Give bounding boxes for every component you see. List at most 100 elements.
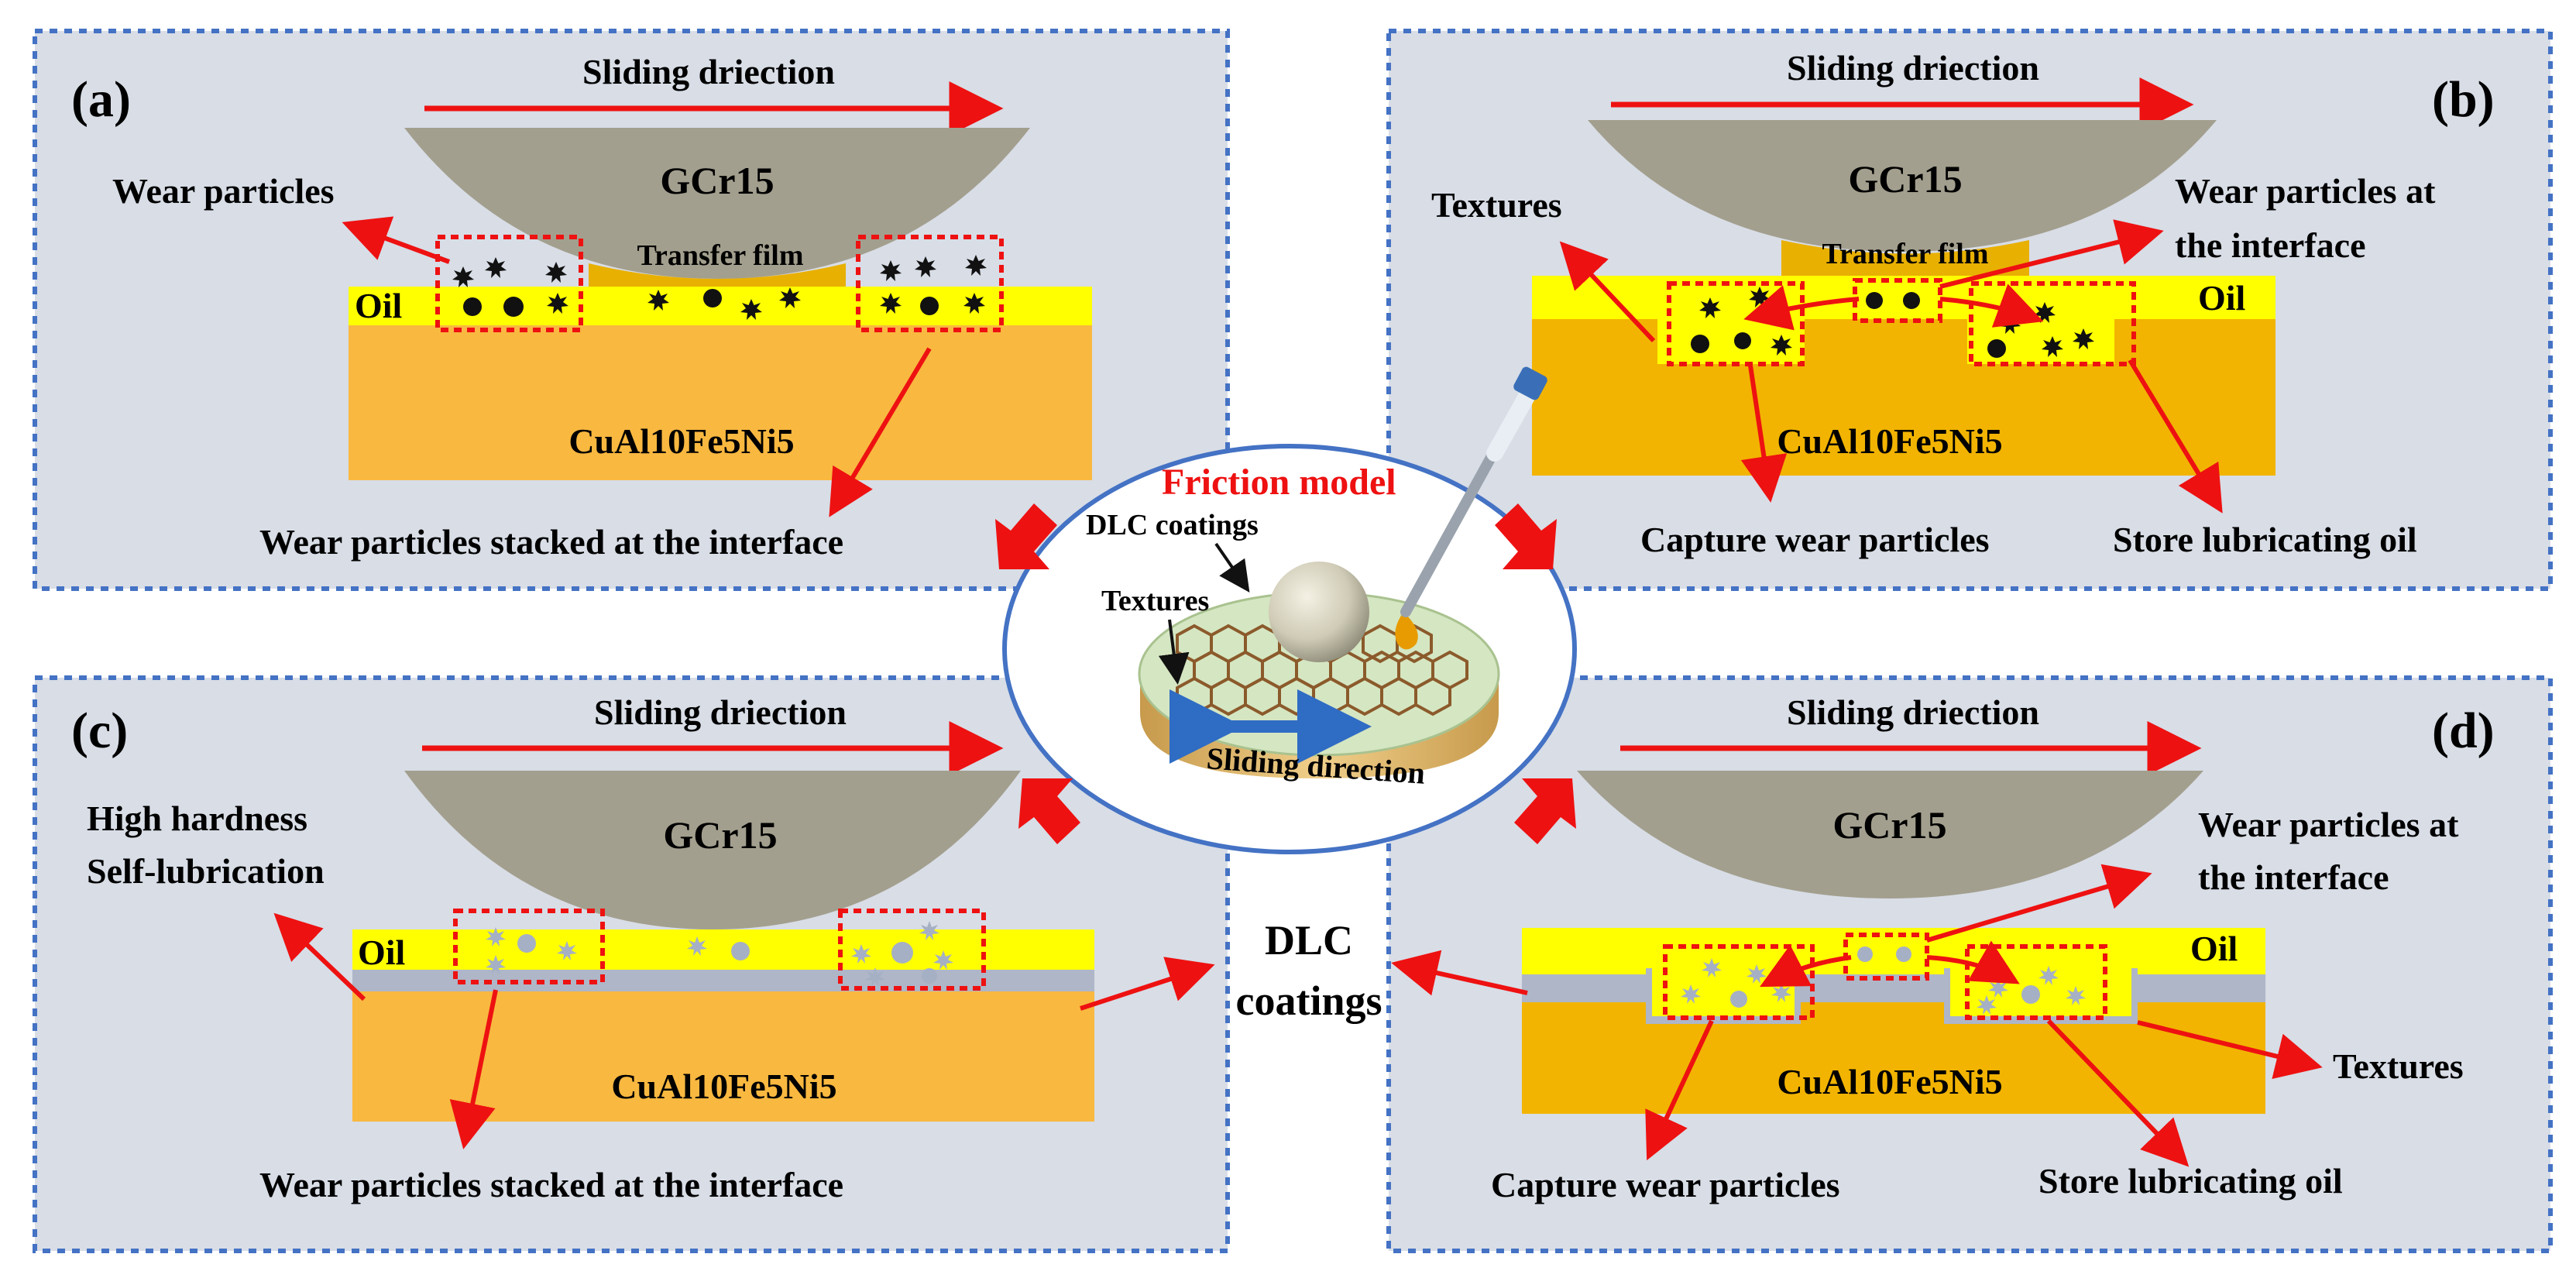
dotted-box-a-right <box>856 235 1004 332</box>
wear-particles-a <box>452 255 987 320</box>
arrow-wear-particles-a <box>342 216 451 264</box>
arrow-interface-left-d <box>1760 944 1852 988</box>
arrow-capture-d <box>1645 1019 1714 1161</box>
texture-pit-b-left <box>1657 310 1805 364</box>
arrow-wear-interface-b <box>1939 219 2164 289</box>
dotted-box-d-right <box>1965 944 2107 1020</box>
sliding-label-b: Sliding driection <box>1787 48 2039 88</box>
dotted-box-d-left <box>1663 944 1815 1020</box>
arrow-dlc-d <box>1391 950 1528 996</box>
substrate-label-c: CuAl10Fe5Ni5 <box>611 1067 836 1106</box>
dotted-box-a-left <box>435 235 583 332</box>
dotted-box-c-right <box>838 909 986 991</box>
dlc-coatings-label: DLC coatings <box>1231 902 1386 1038</box>
gcr15-ball-c <box>404 771 1021 929</box>
oil-label-b: Oil <box>2198 278 2245 318</box>
panel-c: (c) Sliding driection GCr15 Oil CuAl10Fe… <box>33 675 1230 1253</box>
wear-interface-label-b-2: the interface <box>2175 225 2366 265</box>
center-friction-model: Friction model <box>1002 366 1577 854</box>
arrow-store-d <box>2046 1019 2190 1167</box>
arrow-store-b <box>2128 359 2223 514</box>
big-arrow-to-d <box>1514 778 1576 844</box>
ball-label-b: GCr15 <box>1848 157 1962 201</box>
center-textures-label: Textures <box>1101 585 1209 617</box>
panel-b-tag: (b) <box>2432 71 2495 128</box>
center-dlc-arrow <box>1214 542 1250 593</box>
wear-interface-label-b-1: Wear particles at <box>2175 171 2436 211</box>
transfer-film-b <box>1781 240 2029 276</box>
panel-c-tag: (c) <box>71 703 128 759</box>
big-arrow-to-b <box>1495 503 1557 569</box>
substrate-label-d: CuAl10Fe5Ni5 <box>1777 1062 2002 1101</box>
arrow-interface-left-b <box>1743 285 1860 331</box>
arrow-stacked-a <box>829 347 932 517</box>
big-arrow-to-a <box>995 503 1057 569</box>
store-label-b: Store lubricating oil <box>2113 520 2417 559</box>
panel-a: (a) Sliding driection GCr15 Transfer fil… <box>33 29 1230 591</box>
panel-d: (d) Sliding driection GCr15 Oil CuAl10Fe… <box>1386 675 2553 1253</box>
transfer-film-a <box>589 263 846 288</box>
wear-particles-d <box>1681 946 2086 1015</box>
sliding-label-d: Sliding driection <box>1787 692 2039 732</box>
transfer-film-label-a: Transfer film <box>637 239 804 272</box>
arrow-hardness-c <box>273 912 366 1001</box>
textures-label-d: Textures <box>2333 1046 2464 1086</box>
gcr15-ball-a <box>404 128 1030 279</box>
arrow-stacked-c <box>449 989 498 1149</box>
dlc-label-line1: DLC <box>1265 917 1353 964</box>
oil-label-a: Oil <box>355 286 402 325</box>
hardness-label-c-1: High hardness <box>87 799 307 838</box>
center-dlc-label: DLC coatings <box>1086 509 1259 541</box>
arrow-dlc-c <box>1080 957 1215 1011</box>
oil-layer-d <box>1522 928 2265 974</box>
dlc-label-line2: coatings <box>1236 977 1382 1024</box>
big-arrow-to-c <box>1018 778 1080 844</box>
texture-pit-d-left-fill <box>1652 968 1795 1016</box>
pipette <box>1400 366 1547 617</box>
dotted-box-b-right <box>1969 281 2136 366</box>
oil-label-d: Oil <box>2190 929 2238 968</box>
capture-label-d: Capture wear particles <box>1491 1165 1840 1204</box>
oil-drop <box>1395 612 1418 650</box>
arrow-textures-b <box>1559 241 1656 343</box>
panel-b: (b) Sliding driection GCr15 Transfer fil… <box>1386 29 2553 591</box>
sliding-label-a: Sliding driection <box>582 52 835 91</box>
hardness-label-c-2: Self-lubrication <box>87 851 325 891</box>
bottom-label-a: Wear particles stacked at the interface <box>259 522 843 562</box>
gcr15-ball-d <box>1577 771 2203 898</box>
wear-particles-label-a: Wear particles <box>112 171 335 211</box>
wear-particles-b <box>1691 287 2094 358</box>
arrow-interface-right-d <box>1926 940 2020 984</box>
substrate-label-b: CuAl10Fe5Ni5 <box>1777 421 2002 461</box>
gcr15-ball-b <box>1588 120 2217 252</box>
center-title: Friction model <box>1162 462 1396 503</box>
arrow-wear-interface-d <box>1926 864 2152 943</box>
bottom-label-c: Wear particles stacked at the interface <box>259 1165 843 1204</box>
wear-particles-c <box>486 921 953 987</box>
ball-label-d: GCr15 <box>1832 803 1946 847</box>
center-textures-arrow <box>1158 619 1190 685</box>
arrow-textures-d <box>2137 1020 2323 1080</box>
sliding-label-c: Sliding driection <box>594 692 847 732</box>
wear-interface-label-d-1: Wear particles at <box>2198 805 2459 844</box>
oil-layer-c <box>352 929 1094 970</box>
transfer-film-label-b: Transfer film <box>1822 238 1989 270</box>
substrate-a <box>349 325 1092 480</box>
store-label-d: Store lubricating oil <box>2038 1161 2343 1201</box>
oil-label-c: Oil <box>358 933 405 972</box>
arrow-capture-b <box>1740 365 1788 503</box>
dotted-box-c-left <box>453 909 605 984</box>
capture-label-b: Capture wear particles <box>1640 520 1990 559</box>
substrate-label-a: CuAl10Fe5Ni5 <box>568 421 794 461</box>
panel-a-tag: (a) <box>71 71 131 128</box>
big-arrows <box>995 503 1576 844</box>
panel-d-tag: (d) <box>2432 703 2495 759</box>
arrow-interface-right-b <box>1939 283 2044 328</box>
center-ball <box>1269 562 1369 662</box>
wear-interface-label-d-2: the interface <box>2198 857 2389 897</box>
dotted-box-b-left <box>1667 281 1805 366</box>
ball-label-a: GCr15 <box>660 159 774 202</box>
textures-label-b: Textures <box>1431 185 1562 225</box>
ball-label-c: GCr15 <box>663 813 777 857</box>
